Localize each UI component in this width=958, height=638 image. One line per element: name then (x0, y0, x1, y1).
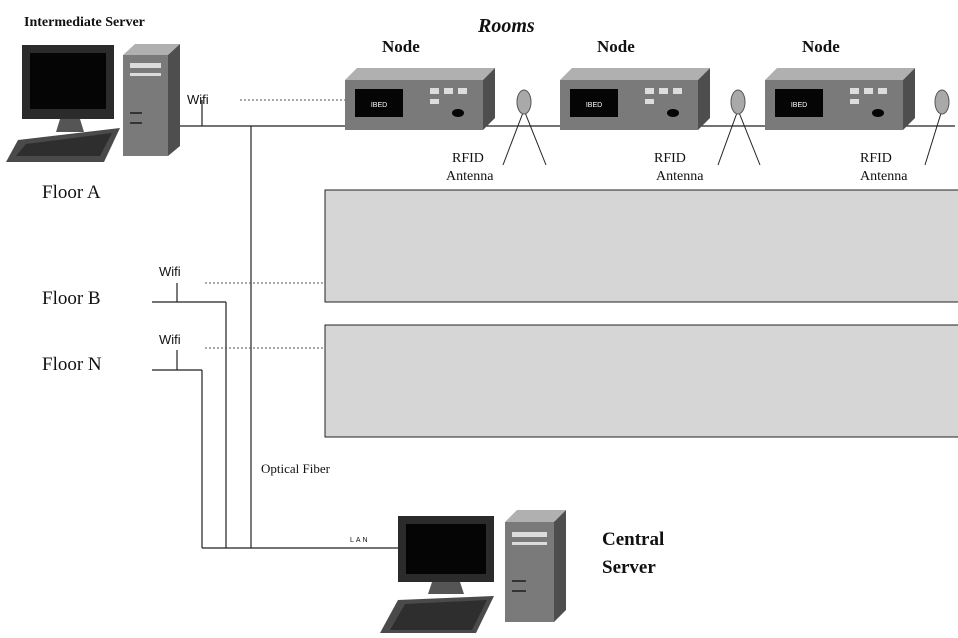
wiring (152, 100, 955, 549)
node-1: IBED (345, 68, 495, 130)
optical-fiber-label: Optical Fiber (261, 461, 331, 476)
room-floor-b (324, 189, 958, 303)
node-display: IBED (791, 102, 807, 109)
node-title-3: Node (802, 37, 840, 56)
antenna-label-3-line2: Antenna (860, 169, 908, 184)
node-display: IBED (371, 102, 387, 109)
intermediate-server-label: Intermediate Server (24, 15, 145, 30)
rfid-antenna-3 (924, 89, 950, 166)
floor-n-label: Floor N (42, 354, 102, 375)
central-server-label-line2: Server (602, 557, 656, 578)
node-2: IBED (560, 68, 710, 130)
antenna-label-1-line2: Antenna (446, 169, 494, 184)
node-display: IBED (586, 102, 602, 109)
antenna-label-2-line2: Antenna (656, 169, 704, 184)
antenna-label-1-line1: RFID (452, 151, 484, 166)
room-floor-n (324, 324, 958, 438)
wifi-label-floor-b: Wifi (159, 264, 181, 279)
wifi-label-floor-a: Wifi (187, 92, 209, 107)
wifi-label-floor-n: Wifi (159, 332, 181, 347)
node-title-2: Node (597, 37, 635, 56)
node-3: IBED (765, 68, 915, 130)
lan-label: LAN (350, 537, 370, 544)
floor-b-label: Floor B (42, 288, 101, 309)
rooms-label: Rooms (477, 15, 535, 37)
central-server-label-line1: Central (602, 529, 664, 550)
node-title-1: Node (382, 37, 420, 56)
antenna-label-2-line1: RFID (654, 151, 686, 166)
central-server-computer (380, 510, 566, 633)
floor-a-label: Floor A (42, 182, 101, 203)
rfid-antenna-1 (502, 89, 547, 166)
intermediate-server-computer (6, 44, 180, 162)
rfid-antenna-2 (717, 89, 761, 166)
wifi-links (205, 99, 345, 349)
antenna-label-3-line1: RFID (860, 151, 892, 166)
